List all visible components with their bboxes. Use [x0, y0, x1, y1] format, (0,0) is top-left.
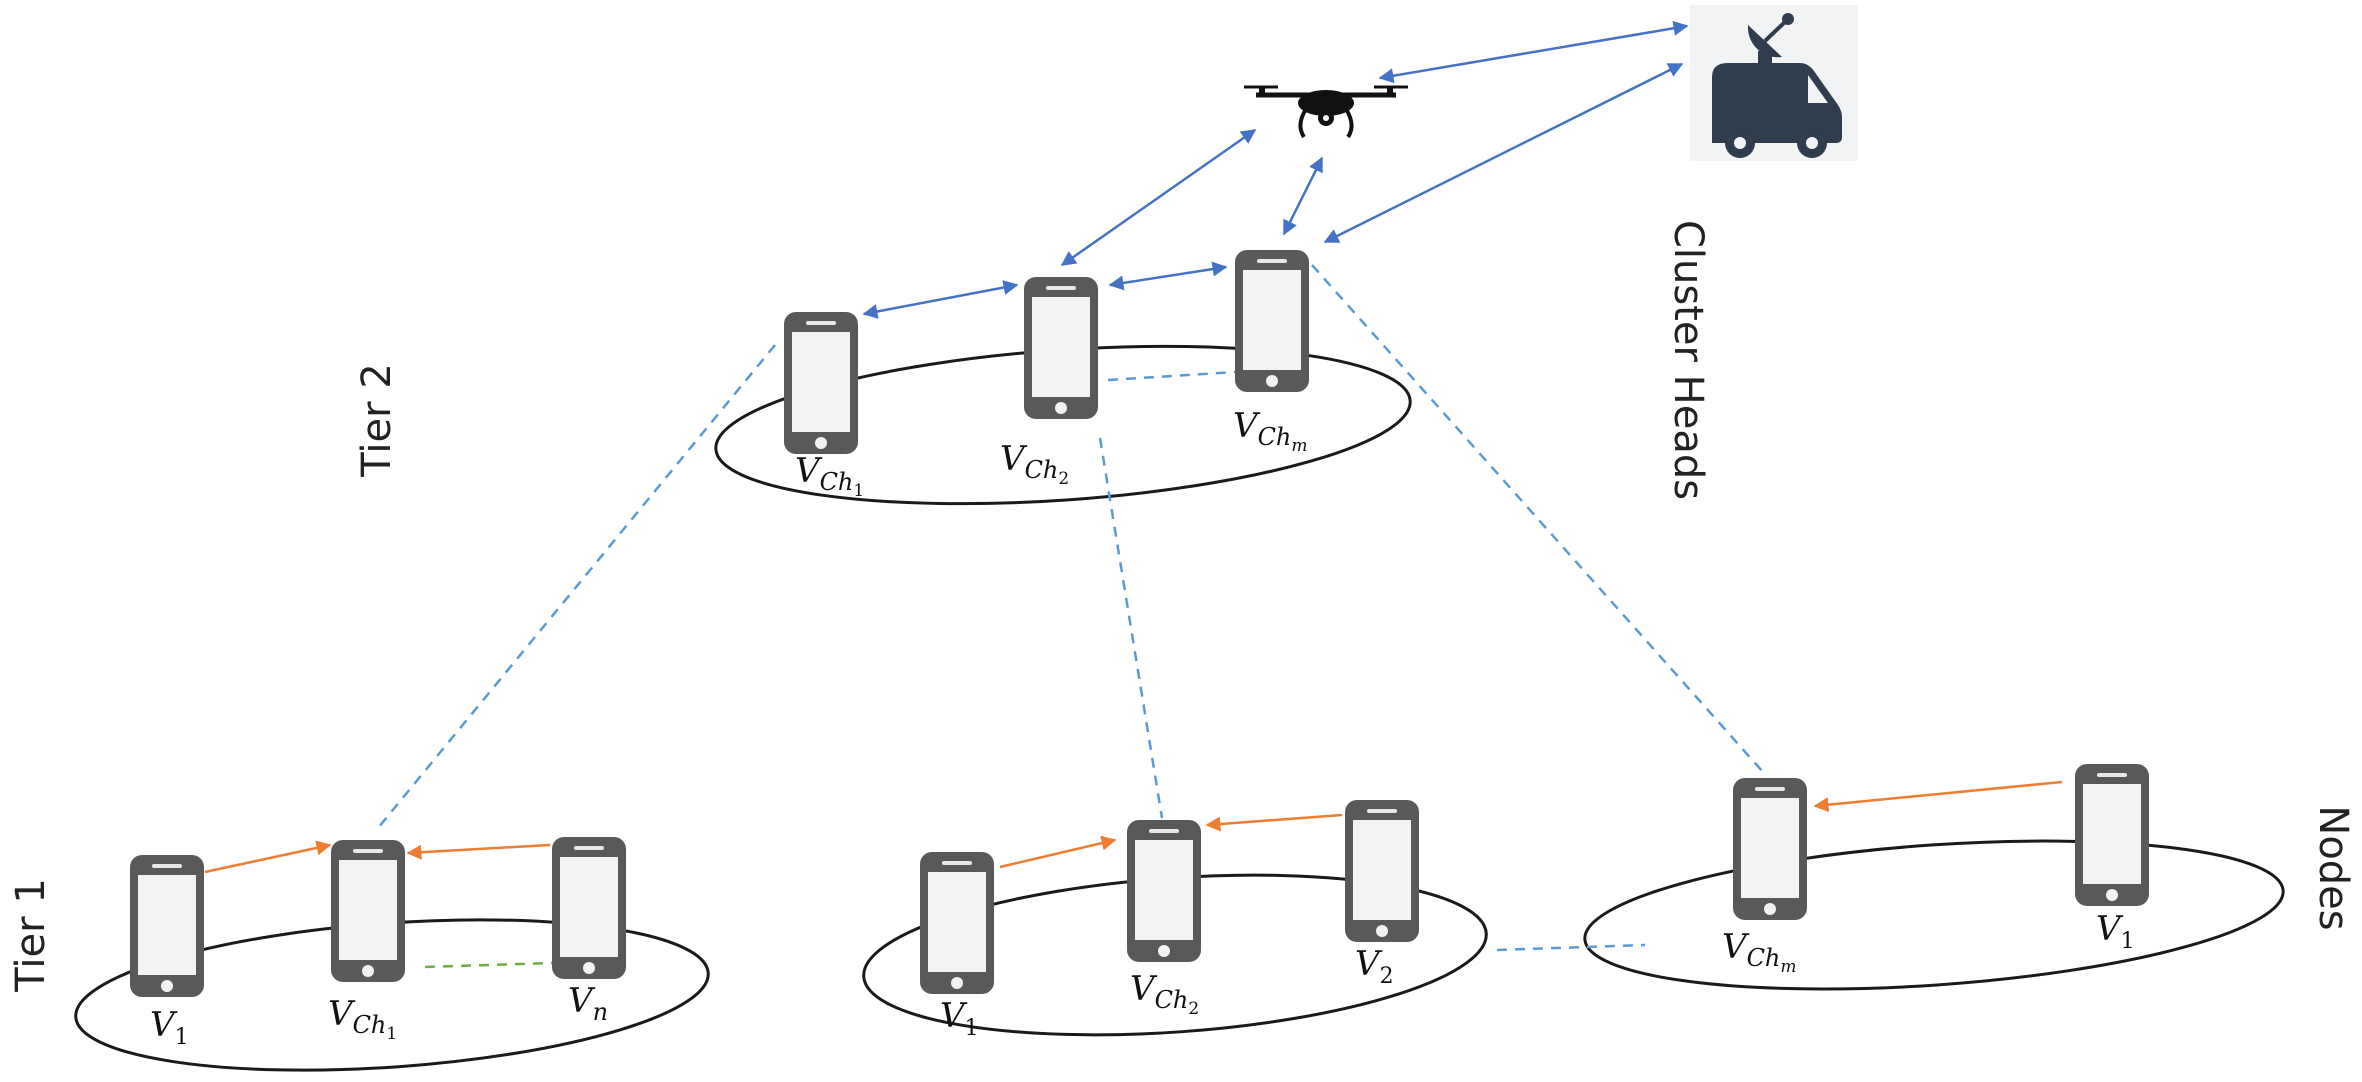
link-drone-station [1378, 20, 1689, 84]
phone-c2-v2 [1345, 800, 1419, 942]
nodes-label: Nodes [2310, 805, 2356, 930]
link-c2v2-c2ch2 [1205, 813, 1343, 832]
label-c2-v1: V1 [940, 996, 979, 1041]
tier1-label: Tier 1 [8, 878, 54, 993]
phone-c1-ch1 [331, 840, 405, 982]
label-c2-v2: V2 [1355, 944, 1394, 989]
dashed-links [377, 264, 1764, 952]
dashed-link-ch1-to-cluster1 [377, 344, 776, 829]
drone-icon [1244, 85, 1408, 139]
phone-t2-chm [1235, 250, 1309, 392]
phone-t2-ch2 [1024, 277, 1098, 419]
smartphone-icon [1235, 250, 1309, 392]
label-c1-v1: V1 [150, 1005, 189, 1050]
link-c2v1-c2ch2 [999, 835, 1117, 869]
link-c3v1-c3chm [1813, 780, 2063, 813]
link-c1v1-c1ch1 [204, 840, 332, 874]
label-t2-chm: VChm [1233, 406, 1308, 456]
blue-links [862, 20, 1689, 319]
cluster3-ellipse [1583, 839, 2285, 991]
orange-links [204, 780, 2063, 874]
phone-c3-chm [1733, 778, 1807, 920]
link-ch2-drone [1060, 128, 1257, 267]
smartphone-icon [1733, 778, 1807, 920]
label-c2-ch2: VCh2 [1130, 969, 1199, 1019]
smartphone-icon [552, 837, 626, 979]
dashed-link-chm-to-cluster3 [1311, 264, 1764, 773]
satellite-van-icon [1690, 5, 1858, 161]
phone-c1-v1 [130, 855, 204, 997]
label-t2-ch1: VCh1 [795, 451, 864, 501]
phone-t2-ch1 [784, 312, 858, 454]
smartphone-icon [331, 840, 405, 982]
smartphone-icon [784, 312, 858, 454]
label-c3-chm: VChm [1722, 927, 1797, 977]
smartphone-icon [130, 855, 204, 997]
phone-c2-v1 [920, 852, 994, 994]
link-c1vn-c1ch1 [406, 843, 551, 860]
smartphone-icon [2075, 764, 2149, 906]
tier2-label: Tier 2 [354, 363, 400, 478]
green-dashed-link-ch1-vn [424, 961, 553, 969]
label-t2-ch2: VCh2 [1000, 439, 1069, 489]
label-c1-ch1: VCh1 [328, 994, 397, 1044]
link-chm-station [1323, 62, 1684, 244]
label-c1-vn: Vn [568, 981, 608, 1026]
link-ch1-ch2 [862, 280, 1019, 319]
smartphone-icon [1345, 800, 1419, 942]
label-c3-v1: V1 [2096, 909, 2135, 954]
link-chm-drone [1282, 156, 1324, 236]
smartphone-icon [1024, 277, 1098, 419]
phone-c3-v1 [2075, 764, 2149, 906]
smartphone-icon [920, 852, 994, 994]
link-ch2-chm [1108, 261, 1228, 291]
smartphone-icon [1127, 820, 1201, 962]
cluster-heads-label: Cluster Heads [1665, 220, 1711, 500]
phone-c1-vn [552, 837, 626, 979]
dashed-link-ch2-chm [1107, 370, 1236, 382]
phone-c2-ch2 [1127, 820, 1201, 962]
dashed-link-cluster2-cluster3 [1496, 943, 1646, 952]
